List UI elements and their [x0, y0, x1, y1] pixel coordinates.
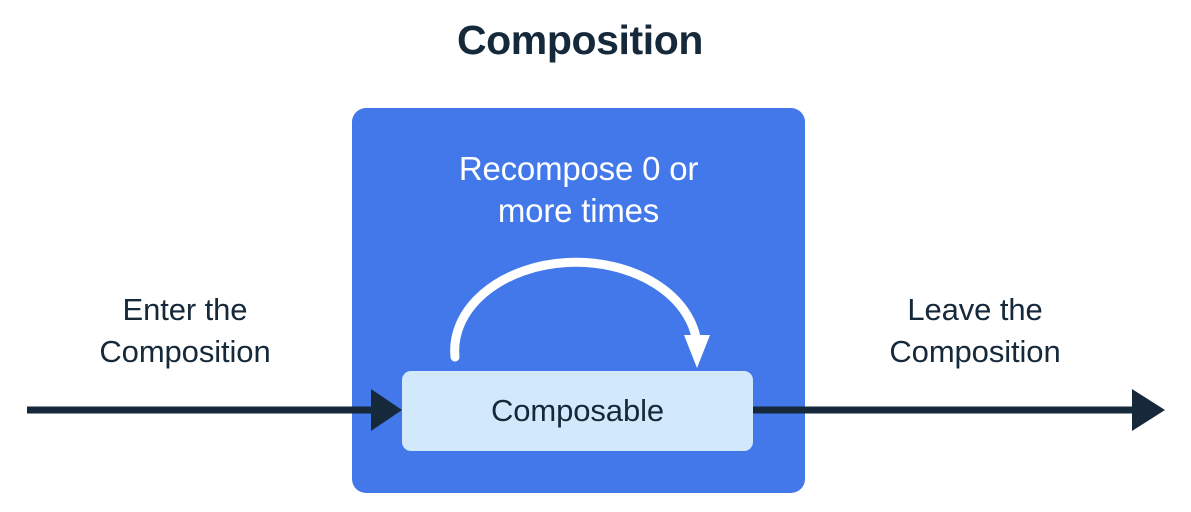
enter-arrow-right-icon: [27, 389, 402, 431]
page-title: Composition: [456, 17, 704, 63]
leave-composition-label-line-1: Leave the: [907, 292, 1043, 327]
leave-arrow-right-icon: [753, 389, 1165, 431]
recompose-loop-arrow-icon: [450, 257, 710, 368]
enter-composition-label: Enter the Composition: [40, 289, 330, 373]
recompose-note-line-1: Recompose 0 or: [458, 150, 699, 187]
leave-composition-label: Leave the Composition: [830, 289, 1120, 373]
recompose-note-line-2: more times: [497, 192, 660, 229]
recompose-note: Recompose 0 or more times: [352, 148, 805, 232]
enter-composition-label-line-2: Composition: [99, 334, 271, 369]
composable-node-label: Composable: [490, 393, 665, 428]
leave-composition-label-line-2: Composition: [889, 334, 1061, 369]
enter-composition-label-line-1: Enter the: [122, 292, 248, 327]
composable-node[interactable]: Composable: [402, 371, 753, 451]
